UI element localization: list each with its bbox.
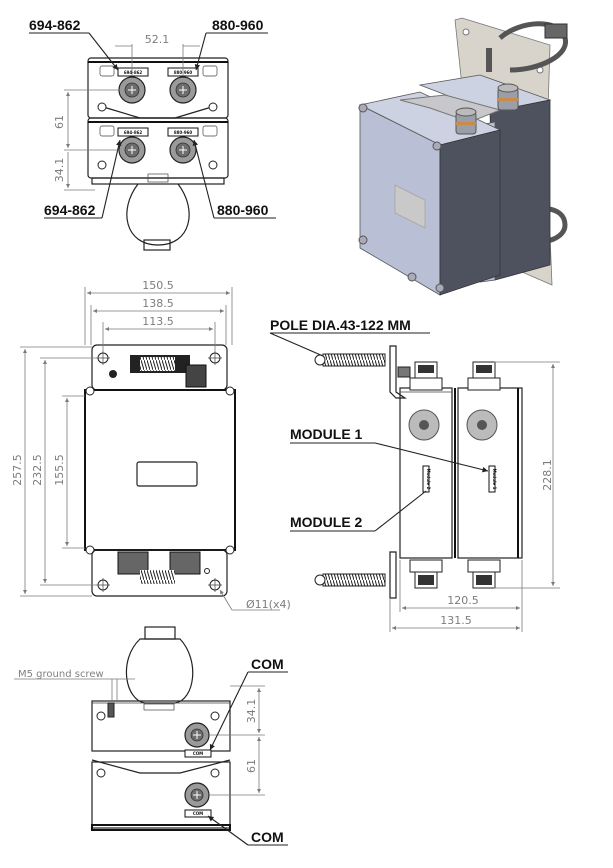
- rf-connector-icon: [408, 409, 440, 441]
- port-tag: [184, 749, 212, 758]
- mount-hole-icon: [96, 578, 110, 592]
- rf-connector-icon: [466, 409, 498, 441]
- dim-module-pitch: 61: [53, 115, 66, 129]
- mount-hole-icon: [96, 351, 110, 365]
- clamp-buckle: [144, 626, 176, 640]
- screw-icon: [97, 102, 107, 112]
- ground-screw-icon: [107, 702, 115, 718]
- dim-body-width: 138.5: [142, 297, 174, 310]
- front-view: 150.5 138.5 113.5 257.5 232.5 155.5 Ø11(…: [11, 279, 291, 611]
- callout-module-1: MODULE 1: [290, 426, 363, 442]
- module-side: [439, 129, 501, 296]
- bottom-mount-plate: [91, 549, 228, 597]
- port-tag-text: 880-960: [174, 130, 193, 135]
- dim-port-spacing: 52.1: [145, 33, 170, 46]
- port-tag-text: 694-862: [124, 130, 143, 135]
- isometric-view: [358, 17, 568, 296]
- callout-lower-left: 694-862: [44, 202, 96, 218]
- pole-clamp-spring: [322, 353, 386, 367]
- pole-clamp-band: [126, 183, 190, 246]
- dim-module-pitch: 61: [245, 759, 258, 773]
- module-body: [84, 389, 236, 551]
- rf-connector-icon: [455, 107, 477, 135]
- clamp-buckle: [143, 239, 171, 251]
- dim-hole-spacing: 113.5: [142, 315, 174, 328]
- port-tag: [117, 127, 149, 137]
- module-tag-text: Module 1: [492, 469, 497, 490]
- dim-side-height: 228.1: [541, 459, 554, 491]
- lower-module-outline: [87, 117, 229, 179]
- port-tag: [167, 127, 199, 137]
- module-2-tag: [422, 465, 430, 493]
- dim-hole-height: 232.5: [31, 454, 44, 486]
- callout-com-lower: COM: [251, 829, 284, 845]
- pole-clamp-band: [125, 638, 194, 704]
- callout-upper-left: 694-862: [29, 17, 81, 33]
- dim-bracket-width: 150.5: [142, 279, 174, 292]
- mount-hole-icon: [208, 351, 222, 365]
- label-plate: [394, 184, 426, 229]
- label-plate: [136, 461, 198, 487]
- rf-connector-icon: [118, 76, 146, 104]
- clamp-screw: [147, 173, 169, 183]
- port-tag: [184, 809, 212, 818]
- screw-icon: [208, 102, 218, 112]
- module-1-tag: [488, 465, 496, 493]
- clamp-spring: [140, 357, 175, 371]
- rf-connector-icon: [184, 782, 210, 808]
- port-tag-text: COM: [193, 751, 203, 756]
- rf-connector-icon: [118, 136, 146, 164]
- callout-lower-right: 880-960: [217, 202, 269, 218]
- dim-overall-depth: 131.5: [440, 614, 472, 627]
- callout-upper-right: 880-960: [212, 17, 264, 33]
- rf-connector-icon: [169, 76, 197, 104]
- rf-connector-icon: [169, 136, 197, 164]
- callout-module-2: MODULE 2: [290, 514, 363, 530]
- module-tag-text: Module 2: [426, 469, 431, 490]
- callout-pole-diameter: POLE DIA.43-122 MM: [270, 317, 411, 333]
- port-tag-text: COM: [193, 811, 203, 816]
- port-tag-text: 694-862: [124, 70, 143, 75]
- screw-icon: [97, 160, 107, 170]
- rf-connector-icon: [497, 83, 519, 111]
- bottom-view: COM COM M5 ground screw 34.1 61 COM COM: [14, 626, 288, 846]
- rf-connector-icon: [184, 722, 210, 748]
- hole-note: Ø11(x4): [246, 598, 291, 611]
- screw-icon: [208, 160, 218, 170]
- mount-hole-icon: [208, 578, 222, 592]
- top-view: 694-862 880-960 694-862 880-960: [29, 17, 276, 251]
- ground-screw-icon: [109, 370, 117, 378]
- dim-overall-height: 257.5: [11, 454, 24, 486]
- dim-port-offset: 34.1: [245, 699, 258, 724]
- dim-body-height: 155.5: [53, 454, 66, 486]
- dim-port-offset: 34.1: [53, 158, 66, 183]
- port-tag: [117, 67, 149, 77]
- ground-screw-note: M5 ground screw: [18, 669, 104, 680]
- dim-body-depth: 120.5: [447, 594, 479, 607]
- bracket-arm: [389, 345, 407, 399]
- callout-com-upper: COM: [251, 656, 284, 672]
- side-view: Module 2 Module 1 POLE DIA.43-122 MM MOD…: [269, 317, 560, 632]
- upper-module-outline: [91, 700, 231, 752]
